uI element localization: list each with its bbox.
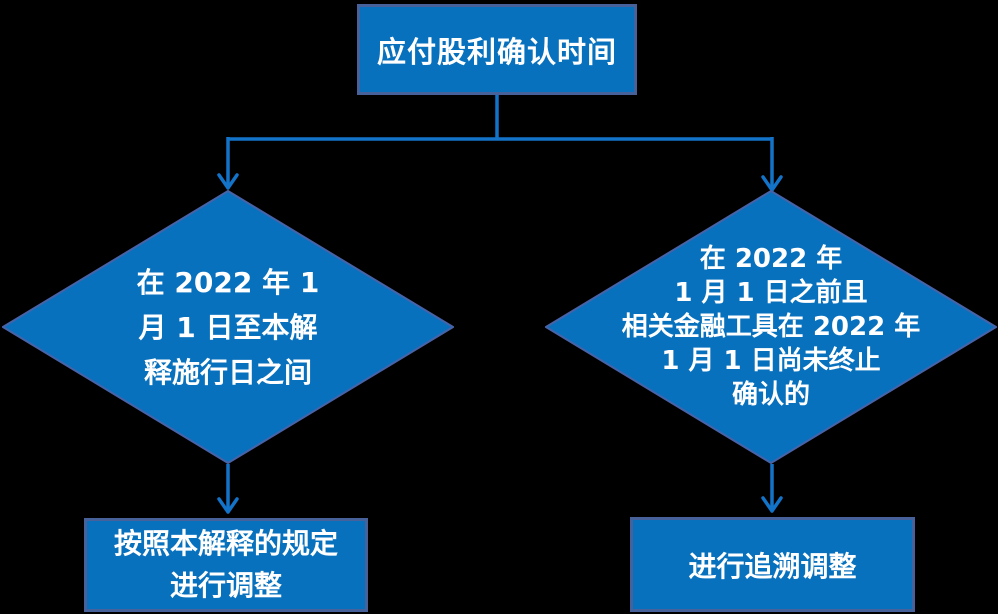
left-condition-diamond-shape — [2, 190, 454, 464]
left-condition-line-2: 月 1 日至本解 — [138, 310, 318, 344]
left-condition-diamond: 在 2022 年 1 月 1 日至本解 释施行日之间 — [2, 190, 454, 464]
left-action-line-2: 进行调整 — [169, 569, 282, 602]
right-condition-label: 在 2022 年 1 月 1 日之前且 相关金融工具在 2022 年 1 月 1… — [545, 190, 997, 464]
right-action-arrowhead-icon — [761, 496, 783, 513]
right-condition-line-2: 1 月 1 日之前且 — [674, 278, 868, 308]
right-condition-line-3: 相关金融工具在 2022 年 — [621, 312, 921, 342]
right-condition-line-5: 确认的 — [731, 380, 810, 410]
root-node-label: 应付股利确认时间 — [376, 34, 617, 69]
right-action-node: 进行追溯调整 — [630, 517, 915, 612]
right-condition-line-1: 在 2022 年 — [699, 244, 843, 274]
right-branch-arrowhead-icon — [761, 175, 783, 192]
right-condition-diamond: 在 2022 年 1 月 1 日之前且 相关金融工具在 2022 年 1 月 1… — [545, 190, 997, 464]
left-condition-label: 在 2022 年 1 月 1 日至本解 释施行日之间 — [2, 190, 454, 464]
left-action-line-1: 按照本解释的规定 — [113, 527, 338, 560]
left-branch-arrowhead-icon — [217, 173, 239, 190]
left-action-node: 按照本解释的规定 进行调整 — [84, 518, 368, 612]
left-condition-line-1: 在 2022 年 1 — [136, 265, 320, 299]
right-condition-line-4: 1 月 1 日尚未终止 — [661, 346, 881, 376]
right-action-label: 进行追溯调整 — [688, 549, 857, 583]
root-node: 应付股利确认时间 — [357, 4, 637, 95]
right-condition-diamond-shape — [545, 190, 997, 464]
left-action-arrowhead-icon — [217, 497, 239, 514]
left-condition-line-3: 释施行日之间 — [143, 355, 312, 389]
